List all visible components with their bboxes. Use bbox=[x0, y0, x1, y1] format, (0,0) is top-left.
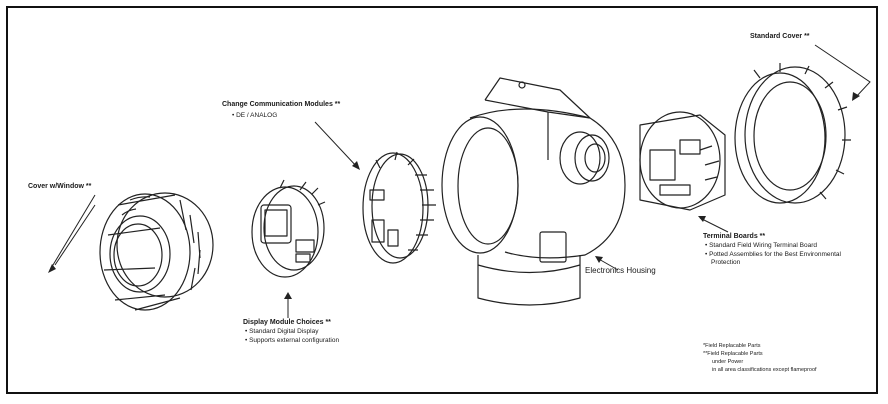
terminal-item: • Standard Field Wiring Terminal Board bbox=[705, 242, 817, 249]
display-item-text: Standard Digital Display bbox=[249, 328, 319, 335]
label-change-communication-item: • DE / ANALOG bbox=[232, 112, 278, 119]
change-comm-item-text: DE / ANALOG bbox=[236, 112, 278, 119]
note-line-3: under Power bbox=[712, 359, 744, 365]
label-electronics-housing: Electronics Housing bbox=[585, 266, 656, 275]
note-line-4: in all area classifications except flame… bbox=[712, 367, 817, 373]
note-line-1: *Field Replacable Parts bbox=[703, 343, 761, 349]
label-standard-cover: Standard Cover ** bbox=[750, 33, 810, 40]
leader-lines bbox=[49, 44, 871, 318]
label-terminal-boards: Terminal Boards ** bbox=[703, 233, 766, 240]
arrowheads bbox=[48, 92, 860, 299]
terminal-item: • Potted Assemblies for the Best Environ… bbox=[705, 251, 841, 258]
label-change-communication: Change Communication Modules ** bbox=[222, 101, 341, 108]
terminal-board-part bbox=[639, 111, 726, 211]
cover-with-window-part bbox=[99, 192, 214, 311]
terminal-item-text: Standard Field Wiring Terminal Board bbox=[709, 242, 817, 249]
diagram-frame bbox=[6, 6, 878, 394]
display-module-part bbox=[251, 179, 326, 278]
terminal-item-text: Potted Assemblies for the Best Environme… bbox=[709, 251, 841, 258]
communication-module-part bbox=[362, 151, 436, 264]
electronics-housing-part bbox=[441, 77, 626, 306]
terminal-item-continued: Protection bbox=[711, 259, 741, 266]
label-cover-window: Cover w/Window ** bbox=[28, 183, 92, 190]
standard-cover-part bbox=[734, 63, 851, 204]
note-line-2: **Field Replacable Parts bbox=[703, 351, 763, 357]
label-display-module: Display Module Choices ** bbox=[243, 319, 331, 326]
display-item: • Standard Digital Display bbox=[245, 328, 319, 335]
display-item-text: Supports external configuration bbox=[249, 337, 340, 344]
display-item: • Supports external configuration bbox=[245, 337, 340, 344]
